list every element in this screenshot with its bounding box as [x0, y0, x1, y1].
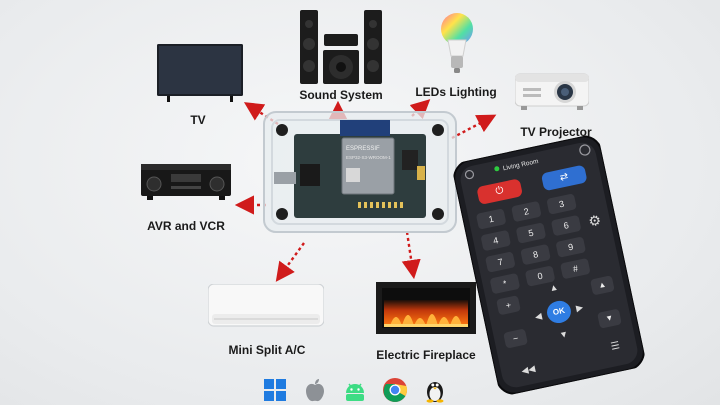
projector-icon: [515, 73, 589, 110]
key-7[interactable]: 7: [484, 251, 516, 273]
key-9[interactable]: 9: [555, 236, 587, 258]
label-electric-fireplace: Electric Fireplace: [376, 348, 476, 362]
label-leds-lighting: LEDs Lighting: [415, 85, 497, 99]
phone-remote: Living Room ⏻ ⇄ 1 2 3 4 5 6 7 8 9 * 0 # …: [451, 133, 647, 397]
android-icon: [346, 383, 364, 401]
arrow-ac: [275, 242, 305, 282]
board-model-text: ESP32-S3-WROOM-1: [346, 155, 391, 160]
led-bulb-icon: [441, 13, 473, 73]
arrow-fireplace: [401, 231, 421, 280]
chrome-icon: [383, 378, 408, 402]
ok-button[interactable]: OK: [544, 298, 574, 326]
windows-icon: [264, 379, 286, 401]
apple-icon: [306, 379, 324, 402]
board-brand-text: ESPRESSIF: [346, 146, 380, 152]
label-tv: TV: [190, 113, 206, 127]
gear-icon[interactable]: ⚙: [586, 211, 603, 230]
key-8[interactable]: 8: [520, 243, 551, 266]
key-4[interactable]: 4: [480, 229, 512, 252]
os-icon-bar: [262, 376, 448, 404]
label-mini-split-ac: Mini Split A/C: [228, 343, 306, 357]
fireplace-icon: [376, 282, 476, 334]
avr-receiver-icon: [141, 164, 231, 200]
dpad-up-button[interactable]: ▲: [548, 281, 560, 294]
dpad-right-button[interactable]: ▶: [575, 301, 584, 314]
label-sound-system: Sound System: [299, 88, 383, 102]
label-avr-vcr: AVR and VCR: [147, 219, 225, 233]
esp32-board-icon: ESPRESSIF ESP32-S3-WROOM-1: [263, 111, 457, 233]
key-6[interactable]: 6: [550, 214, 582, 237]
mini-split-ac-icon: [208, 284, 324, 327]
dpad-left-button[interactable]: ◀: [534, 310, 543, 322]
phone-remote-body: Living Room: [453, 135, 645, 395]
linux-icon: [426, 382, 444, 403]
arrow-projector: [451, 114, 497, 140]
key-5[interactable]: 5: [515, 222, 547, 244]
tv-icon: [157, 44, 243, 102]
dpad-down-button[interactable]: ▼: [558, 328, 570, 341]
sound-system-icon: [300, 10, 382, 84]
label-tv-projector: TV Projector: [520, 125, 592, 139]
